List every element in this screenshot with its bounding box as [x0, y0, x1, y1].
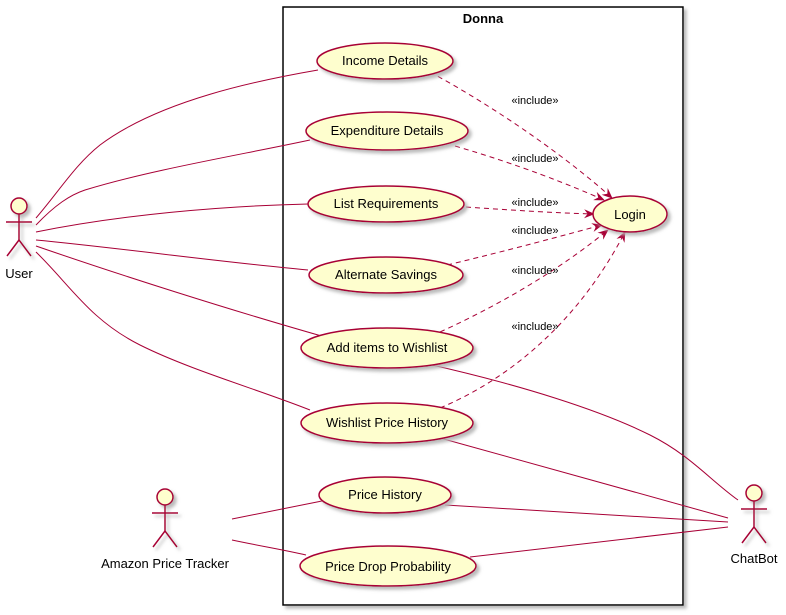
include-wishlist-add-login [439, 229, 609, 333]
usecase-add-items-to-wishlist-label: Add items to Wishlist [327, 340, 448, 355]
assoc-tracker-price-drop [231, 539, 307, 556]
include-labels: «include» «include» «include» «include» … [511, 95, 558, 333]
include-label-requirements: «include» [511, 197, 558, 209]
assoc-wishlist-history-chatbot [439, 437, 729, 519]
assoc-tracker-price-history [231, 500, 323, 520]
assoc-wishlist-add-chatbot [431, 364, 739, 501]
tracker-actor-icon [152, 488, 178, 548]
usecase-list-requirements-label: List Requirements [334, 196, 439, 211]
usecase-income-details[interactable]: Income Details [316, 42, 454, 80]
system-title: Donna [463, 11, 504, 26]
include-label-savings: «include» [511, 225, 558, 237]
usecase-login-label: Login [614, 207, 646, 222]
usecase-income-details-label: Income Details [342, 53, 428, 68]
assoc-user-savings [35, 239, 309, 271]
assoc-user-wishlist-add [35, 245, 326, 338]
actor-chatbot-label: ChatBot [731, 551, 778, 566]
usecase-list-requirements[interactable]: List Requirements [307, 185, 465, 223]
include-wishlist-history-login [439, 231, 626, 409]
include-requirements-login [465, 206, 595, 219]
include-label-income: «include» [511, 95, 558, 107]
include-label-expenditure: «include» [511, 153, 558, 165]
usecase-wishlist-price-history[interactable]: Wishlist Price History [300, 402, 474, 444]
usecase-price-drop-probability[interactable]: Price Drop Probability [299, 545, 477, 587]
assoc-user-expenditure [35, 139, 311, 226]
chatbot-actor-icon [741, 484, 767, 544]
usecases: Income Details Expenditure Details List … [299, 42, 668, 587]
include-savings-login [446, 223, 603, 266]
include-relations [429, 71, 626, 409]
usecase-alternate-savings-label: Alternate Savings [335, 267, 437, 282]
usecase-price-drop-probability-label: Price Drop Probability [325, 559, 451, 574]
include-label-wishlist-history: «include» [511, 321, 558, 333]
actor-amazon-price-tracker-label: Amazon Price Tracker [101, 556, 230, 571]
associations [35, 69, 739, 558]
assoc-user-wishlist-history [35, 251, 311, 411]
usecase-add-items-to-wishlist[interactable]: Add items to Wishlist [300, 327, 474, 369]
assoc-price-drop-chatbot [469, 526, 729, 558]
usecase-login[interactable]: Login [592, 195, 668, 233]
usecase-expenditure-details-label: Expenditure Details [331, 123, 444, 138]
actor-chatbot[interactable]: ChatBot [731, 484, 778, 566]
actor-user-label: User [5, 266, 33, 281]
actor-amazon-price-tracker[interactable]: Amazon Price Tracker [101, 488, 230, 571]
assoc-price-history-chatbot [444, 504, 729, 523]
usecase-alternate-savings[interactable]: Alternate Savings [308, 256, 464, 294]
assoc-user-requirements [35, 203, 309, 233]
usecase-wishlist-price-history-label: Wishlist Price History [326, 415, 449, 430]
include-income-login [429, 71, 613, 199]
usecase-price-history-label: Price History [348, 487, 422, 502]
user-actor-icon [6, 197, 32, 257]
include-label-wishlist-add: «include» [511, 265, 558, 277]
usecase-expenditure-details[interactable]: Expenditure Details [305, 111, 469, 151]
assoc-user-income [35, 69, 319, 219]
usecase-price-history[interactable]: Price History [318, 476, 452, 514]
actor-user[interactable]: User [5, 197, 33, 281]
include-expenditure-login [454, 145, 605, 201]
